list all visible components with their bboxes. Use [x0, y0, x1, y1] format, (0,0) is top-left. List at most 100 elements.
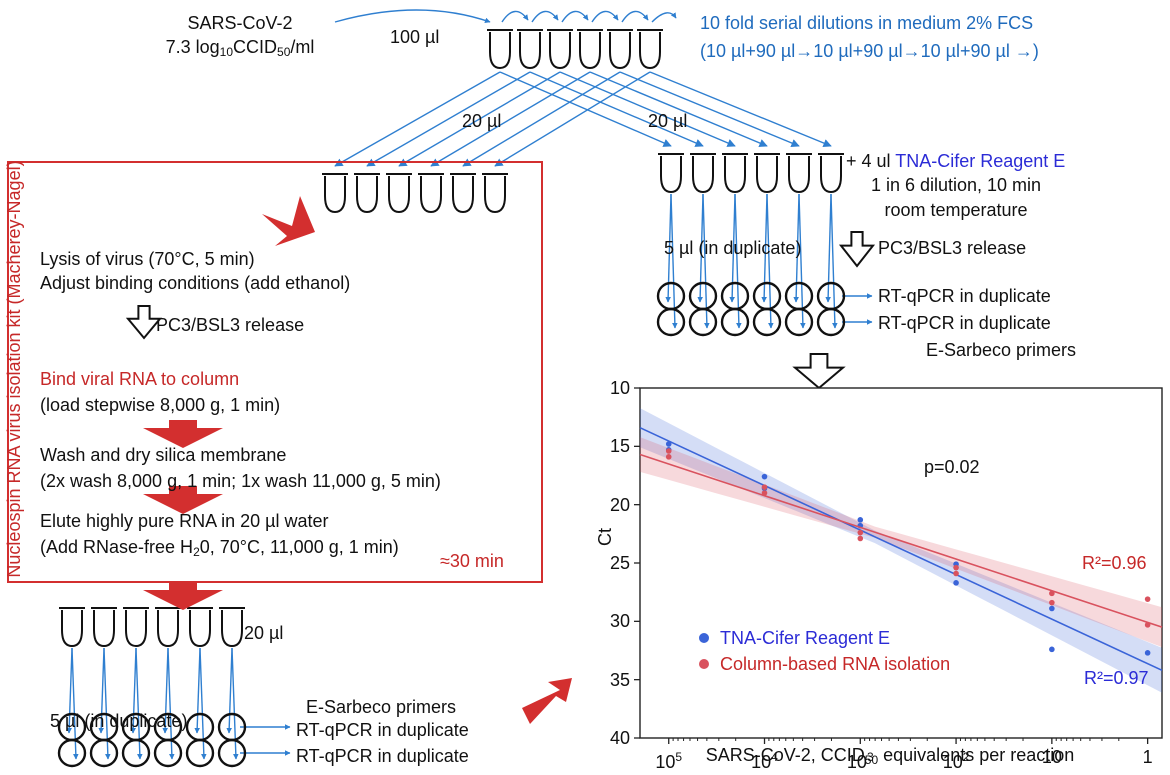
- left-release-label: PC3/BSL3 release: [156, 315, 305, 335]
- split-arrow-column: [334, 71, 501, 167]
- reagent-tube-row: [658, 153, 844, 194]
- legend-dot-column: [699, 659, 709, 669]
- release-arrow: [125, 305, 163, 340]
- tube-body: [356, 176, 378, 214]
- pcr-well: [185, 738, 215, 768]
- x-tick-label: 105: [655, 750, 683, 772]
- left-rtqpcr-1: RT-qPCR in duplicate: [296, 720, 469, 740]
- sampling-arrow: [199, 647, 207, 760]
- pcr-well: [217, 738, 247, 768]
- pcr-well: [656, 281, 686, 311]
- red-step-arrow: [143, 494, 223, 514]
- data-point-column: [857, 535, 864, 542]
- transfer-arrows: [66, 9, 873, 760]
- data-point-column: [761, 484, 768, 490]
- dilution-tube-row: [487, 29, 663, 70]
- column-tube-row: [322, 173, 508, 214]
- tube-body: [61, 610, 83, 648]
- bind-step-title: Bind viral RNA to column: [40, 369, 240, 389]
- tube: [517, 29, 543, 70]
- r2-tna: R²=0.97: [1084, 668, 1149, 688]
- tube-body: [93, 610, 115, 648]
- split-arrow-column: [366, 71, 531, 167]
- pcr-well: [688, 281, 718, 311]
- wash-step-detail: (2x wash 8,000 g, 1 min; 1x wash 11,000 …: [40, 471, 441, 491]
- y-tick-label: 30: [609, 611, 630, 632]
- dilution-title: 10 fold serial dilutions in medium 2% FC…: [700, 13, 1034, 33]
- pcr-well: [89, 738, 119, 768]
- split-arrow-reagent: [649, 71, 832, 148]
- data-point-tna: [953, 580, 959, 586]
- sampling-arrow: [830, 193, 838, 329]
- legend-label-column: Column-based RNA isolation: [720, 654, 951, 674]
- sampling-arrow: [66, 647, 73, 734]
- bind-step-detail: (load stepwise 8,000 g, 1 min): [40, 395, 281, 415]
- fit-line-tna: [639, 426, 1163, 672]
- y-axis-label: Ct: [595, 528, 615, 546]
- pcr-well: [720, 281, 750, 311]
- tube: [818, 153, 844, 194]
- tube-body: [157, 610, 179, 648]
- eluate-tube-row: [59, 607, 245, 648]
- reagent-dilution: 1 in 6 dilution, 10 min: [870, 175, 1042, 195]
- p-value-label: p=0.02: [924, 457, 980, 477]
- tube: [547, 29, 573, 70]
- sampling-arrow: [766, 193, 774, 329]
- split-arrow-reagent: [559, 71, 736, 147]
- data-point-column: [1049, 599, 1055, 606]
- y-tick-label: 20: [609, 494, 630, 515]
- tube: [690, 153, 716, 194]
- tube-body: [549, 32, 571, 70]
- tube-body: [788, 156, 810, 194]
- x-axis-label: SARS-CoV-2, CCID50 equivalents per react…: [705, 745, 1075, 767]
- red-step-arrow: [262, 196, 315, 246]
- tube: [722, 153, 748, 194]
- data-point-column: [761, 490, 768, 496]
- sampling-arrow: [670, 193, 678, 329]
- data-point-tna: [761, 473, 768, 480]
- data-point-tna: [1049, 646, 1055, 653]
- split-arrow-reagent: [529, 71, 704, 147]
- right-dup-volume: 5 µl (in duplicate): [664, 238, 802, 258]
- tube: [187, 607, 213, 648]
- sampling-arrow: [167, 647, 175, 760]
- tube: [786, 153, 812, 194]
- data-point-column: [1049, 590, 1055, 597]
- to-chart-arrow: [792, 353, 846, 390]
- kit-side-label: Nucleospin RNA virus isolation kit (Mach…: [4, 160, 24, 578]
- virus-transfer-arrow: [334, 9, 491, 24]
- tube: [219, 607, 245, 648]
- serial-dilution-arrow: [501, 10, 529, 23]
- split-arrow-column: [494, 71, 651, 167]
- sampling-arrow: [135, 647, 143, 760]
- tube: [354, 173, 380, 214]
- duration-label: ≈30 min: [440, 551, 504, 571]
- tube: [59, 607, 85, 648]
- tube: [123, 607, 149, 648]
- reagent-line: + 4 ul TNA-Cifer Reagent E: [846, 151, 1066, 171]
- tube-body: [579, 32, 601, 70]
- tube-body: [609, 32, 631, 70]
- pcr-well: [816, 281, 846, 311]
- data-point-column: [665, 454, 672, 460]
- serial-dilution-arrow: [591, 10, 619, 23]
- y-tick-label: 35: [609, 669, 630, 690]
- red-step-arrow: [143, 428, 223, 448]
- pcr-well: [656, 307, 686, 337]
- wash-step-title: Wash and dry silica membrane: [40, 445, 287, 465]
- left-primers-label: E-Sarbeco primers: [306, 697, 457, 717]
- tube: [754, 153, 780, 194]
- release-arrow: [838, 231, 876, 268]
- volume-20-left: 20 µl: [462, 111, 502, 131]
- tube: [607, 29, 633, 70]
- split-arrow-reagent: [619, 71, 800, 147]
- sampling-arrow: [194, 647, 201, 734]
- red-to-chart-arrow: [522, 678, 572, 724]
- tube-body: [452, 176, 474, 214]
- tube: [637, 29, 663, 70]
- volume-20-right: 20 µl: [648, 111, 688, 131]
- serial-dilution-arrow: [651, 12, 677, 23]
- pcr-well: [153, 738, 183, 768]
- sampling-arrow: [71, 647, 79, 760]
